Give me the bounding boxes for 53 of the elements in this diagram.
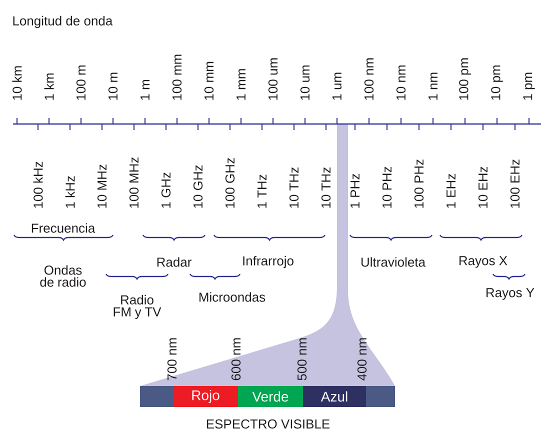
band-label: Rayos X bbox=[460, 256, 508, 268]
frequency-label: 10 EHz bbox=[478, 166, 488, 208]
band-label: Infrarrojo bbox=[243, 256, 294, 268]
wavelength-label: 100 m bbox=[76, 66, 86, 100]
wavelength-label: 100 nm bbox=[364, 58, 374, 100]
wavelength-label: 1 nm bbox=[428, 72, 438, 100]
wavelength-label: 10 km bbox=[12, 66, 22, 100]
frequency-label: 10 GHz bbox=[193, 165, 203, 208]
color-band: Rojo bbox=[173, 386, 238, 407]
caption-label: ESPECTRO VISIBLE bbox=[206, 419, 330, 429]
frequency-label: 100 MHz bbox=[129, 157, 139, 208]
frequency-label: 10 THz bbox=[289, 168, 299, 208]
wavelength-label: 10 pm bbox=[491, 66, 503, 100]
band-label: Ultravioleta bbox=[362, 257, 426, 267]
axis-title: Longitud de onda bbox=[13, 16, 113, 28]
band-label: Radar bbox=[157, 257, 192, 267]
wavelength-label: 400 nm bbox=[357, 338, 367, 380]
frequency-label: 10 THz bbox=[321, 168, 331, 208]
color-band: Azul bbox=[303, 386, 366, 407]
wavelength-label: 700 nm bbox=[167, 338, 177, 380]
wavelength-label: 1 km bbox=[44, 74, 54, 100]
axis-title: Frecuencia bbox=[32, 223, 96, 233]
band-label: Microondas bbox=[199, 292, 266, 302]
wavelength-label: 100 mm bbox=[172, 54, 182, 100]
frequency-label: 1 kHz bbox=[65, 176, 75, 208]
wavelength-label: 1 pm bbox=[523, 72, 535, 100]
band-label: Rayos Y bbox=[486, 288, 534, 300]
wavelength-label: 600 nm bbox=[231, 338, 241, 380]
wavelength-label: 1 m bbox=[140, 80, 150, 100]
wavelength-label: 1 um bbox=[332, 72, 342, 100]
band-label: Radio FM y TV bbox=[114, 294, 162, 320]
frequency-label: 100 GHz bbox=[225, 158, 235, 208]
wavelength-label: 10 m bbox=[108, 72, 118, 100]
frequency-label: 1 PHz bbox=[350, 174, 360, 208]
frequency-label: 100 PHz bbox=[414, 160, 424, 208]
frequency-label: 100 EHz bbox=[510, 160, 520, 208]
wavelength-label: 1 mm bbox=[236, 69, 246, 100]
frequency-label: 100 kHz bbox=[33, 162, 43, 208]
spectrum-end-bar bbox=[366, 386, 395, 407]
wavelength-label: 10 um bbox=[300, 66, 310, 100]
frequency-label: 1 GHz bbox=[161, 172, 171, 208]
spectrum-end-bar bbox=[140, 386, 173, 407]
band-label: Ondas de radio bbox=[40, 265, 86, 287]
frequency-label: 10 PHz bbox=[382, 166, 392, 208]
wavelength-label: 10 nm bbox=[396, 66, 406, 100]
wavelength-label: 500 nm bbox=[297, 338, 307, 380]
wavelength-label: 100 um bbox=[268, 58, 278, 100]
color-band: Verde bbox=[238, 386, 303, 407]
frequency-label: 10 MHz bbox=[97, 164, 107, 208]
frequency-label: 1 THz bbox=[258, 174, 266, 208]
wavelength-label: 100 pm bbox=[459, 58, 471, 100]
frequency-label: 1 EHz bbox=[446, 174, 456, 208]
wavelength-label: 10 mm bbox=[204, 62, 214, 100]
